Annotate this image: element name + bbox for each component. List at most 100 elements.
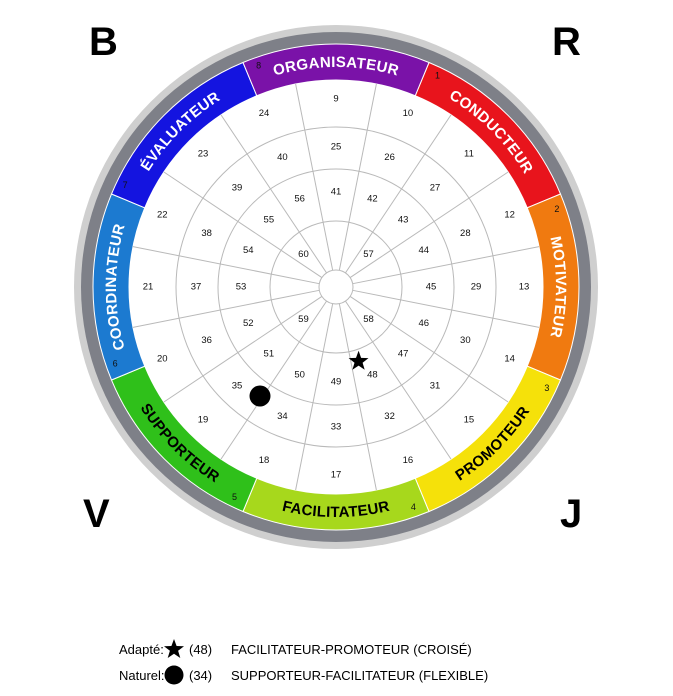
adapted-star-marker	[348, 350, 369, 370]
position-number: 56	[294, 194, 305, 205]
position-number: 32	[384, 411, 395, 422]
corner-letter-v: V	[83, 492, 110, 536]
legend-adapted-label: Adapté:	[119, 642, 164, 657]
circle-icon	[164, 665, 184, 685]
position-number: 28	[460, 228, 471, 239]
position-number: 39	[232, 183, 243, 194]
segment-index: 1	[435, 71, 440, 81]
grid-circle	[269, 220, 403, 354]
position-number: 45	[426, 282, 437, 293]
grid-circle	[175, 126, 497, 448]
grid-spoke	[163, 171, 323, 278]
position-number: 38	[201, 228, 212, 239]
grid-spoke	[352, 289, 540, 328]
grid-spoke	[352, 246, 540, 285]
segment-index: 2	[554, 204, 559, 214]
markers	[249, 350, 369, 407]
position-number: 21	[143, 282, 154, 293]
grid-spoke	[349, 171, 509, 278]
position-number: 30	[460, 335, 471, 346]
position-number: 60	[298, 249, 309, 260]
position-number: 53	[236, 282, 247, 293]
position-number: 10	[403, 108, 414, 119]
position-number: 59	[298, 314, 309, 325]
position-number: 19	[198, 414, 209, 425]
grid-spoke	[220, 114, 327, 274]
position-number: 29	[471, 282, 482, 293]
position-number: 9	[333, 94, 338, 105]
legend-natural-count: (34)	[189, 668, 213, 683]
position-number: 11	[464, 149, 474, 160]
star-icon	[164, 639, 184, 658]
position-number: 18	[259, 455, 270, 466]
position-numbers: 1234567891011121314151617181920212223242…	[113, 61, 560, 513]
grid-spoke	[345, 114, 452, 274]
legend-adapted-description: FACILITATEUR-PROMOTEUR (CROISÉ)	[231, 642, 472, 657]
grid-spoke	[349, 296, 509, 403]
behavior-wheel: 1234567891011121314151617181920212223242…	[74, 25, 598, 549]
position-number: 20	[157, 353, 168, 364]
position-number: 43	[398, 214, 409, 225]
position-number: 58	[363, 314, 374, 325]
position-number: 36	[201, 335, 212, 346]
grid-spoke	[220, 300, 327, 460]
position-number: 27	[430, 183, 441, 194]
grid-spoke	[132, 246, 320, 285]
position-number: 57	[363, 249, 374, 260]
corner-letter-r: R	[552, 20, 581, 64]
position-number: 31	[430, 381, 441, 392]
segment-index: 4	[411, 502, 416, 512]
grid-spoke	[295, 83, 334, 271]
position-number: 46	[418, 318, 429, 329]
position-number: 22	[157, 210, 168, 221]
wheel-interior	[129, 80, 543, 494]
corner-letter-b: B	[89, 20, 118, 64]
legend-adapted-count: (48)	[189, 642, 213, 657]
position-number: 34	[277, 411, 288, 422]
position-number: 37	[191, 282, 202, 293]
grid-spoke	[345, 300, 452, 460]
position-number: 35	[232, 381, 243, 392]
position-number: 52	[243, 318, 254, 329]
segment-index: 5	[232, 492, 237, 502]
natural-circle-marker	[249, 385, 271, 407]
position-number: 12	[504, 210, 515, 221]
grid-circle	[217, 168, 455, 406]
grid-spoke	[132, 289, 320, 328]
position-number: 26	[384, 152, 395, 163]
position-number: 54	[243, 245, 254, 256]
position-number: 15	[464, 414, 475, 425]
position-number: 25	[331, 142, 342, 153]
grid-circle	[318, 269, 354, 305]
position-number: 55	[264, 214, 275, 225]
legend-natural-label: Naturel:	[119, 668, 165, 683]
position-number: 14	[504, 353, 515, 364]
grid-spoke	[338, 303, 377, 491]
corner-letter-j: J	[560, 492, 583, 536]
position-number: 24	[259, 108, 270, 119]
position-number: 40	[277, 152, 288, 163]
legend-natural-description: SUPPORTEUR-FACILITATEUR (FLEXIBLE)	[231, 668, 489, 683]
position-number: 49	[331, 377, 342, 388]
position-number: 47	[398, 349, 409, 360]
wheel-grid	[129, 80, 543, 494]
position-number: 16	[403, 455, 414, 466]
position-number: 41	[331, 187, 342, 198]
segment-index: 8	[256, 61, 261, 71]
grid-spoke	[163, 296, 323, 403]
position-number: 17	[331, 470, 342, 481]
position-number: 23	[198, 149, 209, 160]
grid-spoke	[295, 303, 334, 491]
segment-index: 7	[123, 180, 128, 190]
position-number: 50	[294, 369, 305, 380]
position-number: 42	[367, 194, 378, 205]
grid-spoke	[338, 83, 377, 271]
position-number: 51	[264, 349, 275, 360]
segment-label-facilitateur: FACILITATEUR	[281, 498, 392, 521]
position-number: 44	[418, 245, 429, 256]
position-number: 33	[331, 422, 342, 433]
segment-index: 6	[113, 359, 118, 369]
position-number: 48	[367, 369, 378, 380]
position-number: 13	[519, 282, 530, 293]
segment-index: 3	[544, 383, 549, 393]
